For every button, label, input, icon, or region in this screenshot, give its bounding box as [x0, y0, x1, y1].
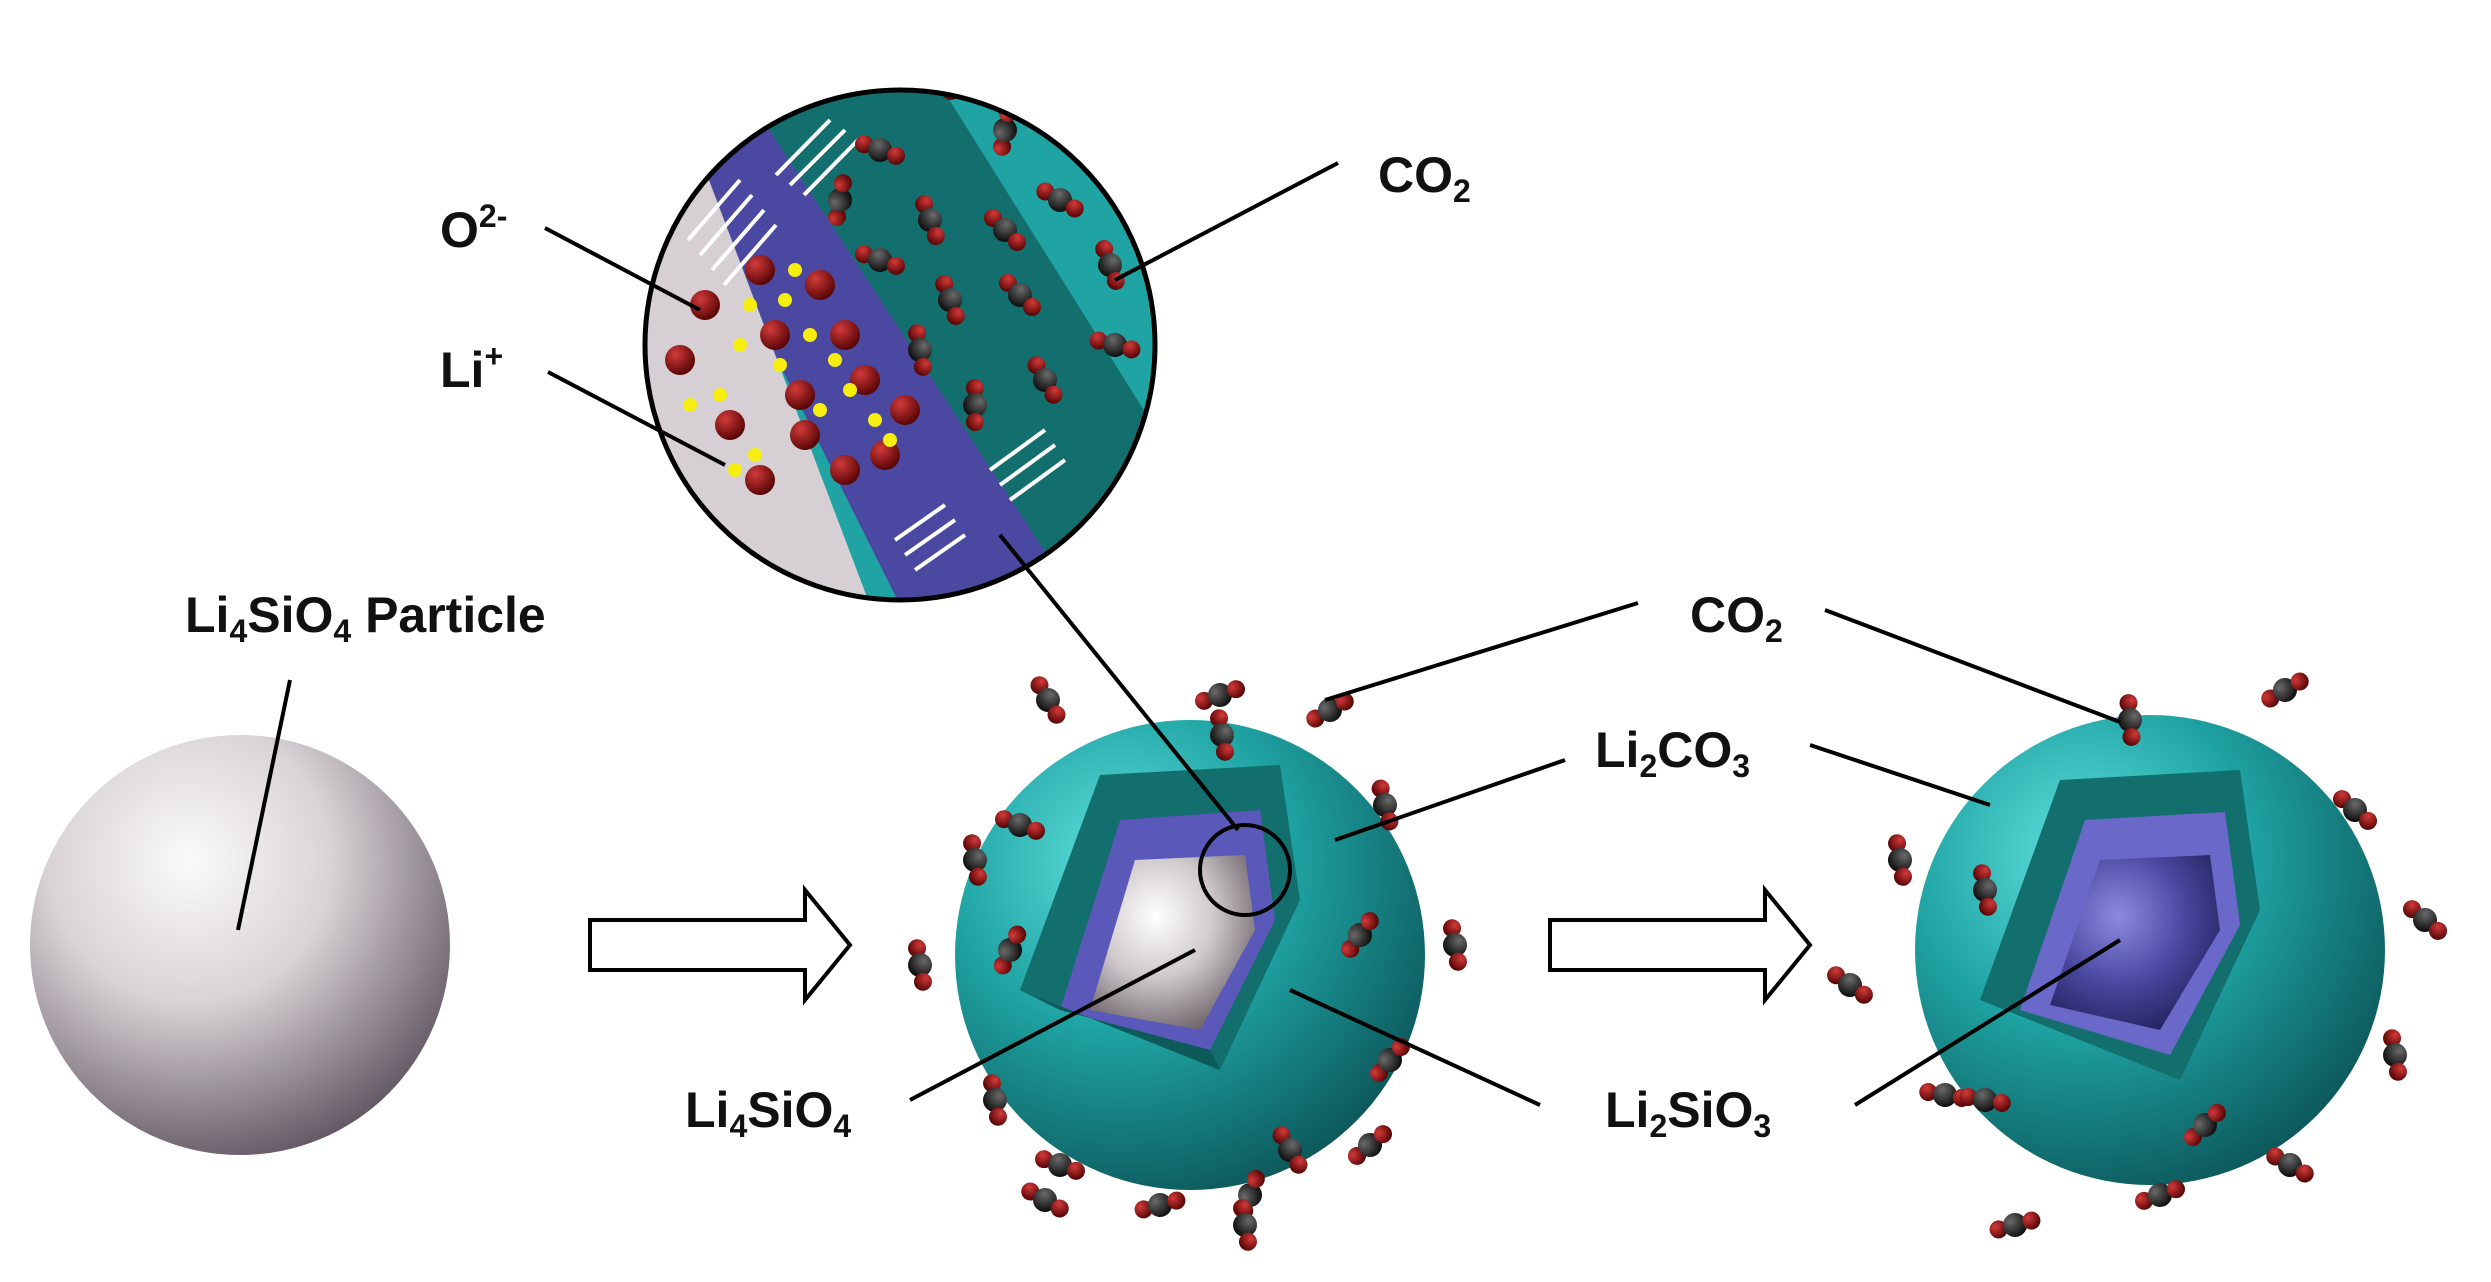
label-li2sio3: Li2SiO3 [1605, 1082, 1772, 1144]
label-co2-middle: CO2 [1690, 587, 1783, 649]
arrow-right-2 [1548, 884, 1813, 1006]
reacted-particle [1915, 715, 2385, 1185]
zoom-target-circle [1198, 823, 1292, 917]
zoom-lens [642, 87, 1158, 603]
label-o2-ion: O2- [440, 198, 508, 258]
leader-lines [544, 161, 2122, 1107]
label-co2-top: CO2 [1378, 147, 1471, 209]
label-li4sio4: Li4SiO4 [685, 1082, 852, 1144]
label-li2co3: Li2CO3 [1595, 722, 1751, 784]
li4sio4-particle [30, 735, 450, 1155]
reacting-particle [955, 720, 1425, 1190]
particle-leader-line [236, 679, 292, 931]
label-li-ion: Li+ [440, 338, 504, 398]
arrow-right-1 [588, 884, 853, 1006]
label-li4sio4-particle: Li4SiO4 Particle [185, 587, 546, 649]
